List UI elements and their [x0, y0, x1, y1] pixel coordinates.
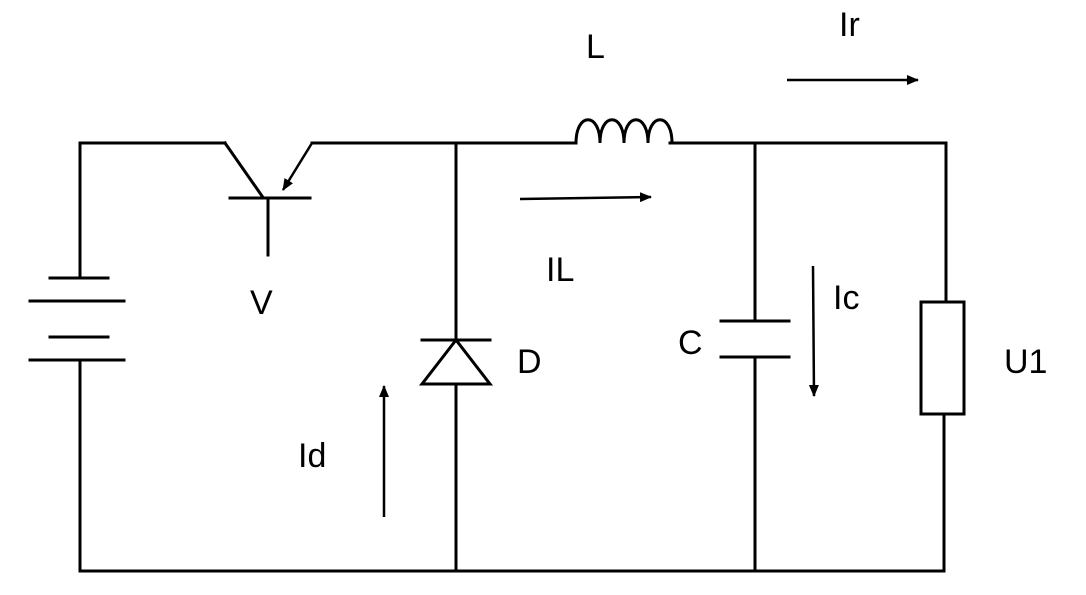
inductor-symbol [574, 118, 674, 145]
diode-symbol [418, 141, 494, 573]
load-resistor-symbol [919, 300, 966, 416]
label-capacitor-current: Ic [833, 279, 859, 317]
label-diode: D [517, 343, 542, 381]
label-transistor: V [250, 284, 273, 322]
transistor-symbol [222, 140, 314, 257]
wire-left-bottom [78, 358, 946, 573]
label-load-current: Ir [839, 6, 860, 44]
battery-symbol [28, 276, 126, 362]
label-inductor: L [586, 28, 605, 66]
label-load: U1 [1004, 343, 1047, 381]
label-inductor-current: IL [546, 251, 574, 289]
inductor-current-arrow [519, 192, 652, 203]
capacitor-symbol [719, 141, 791, 573]
wire-left-top [78, 141, 227, 280]
label-diode-current: Id [298, 437, 326, 475]
wire-top-inductor-to-load [668, 141, 948, 304]
label-capacitor: C [678, 324, 703, 362]
capacitor-current-arrow [808, 265, 819, 397]
